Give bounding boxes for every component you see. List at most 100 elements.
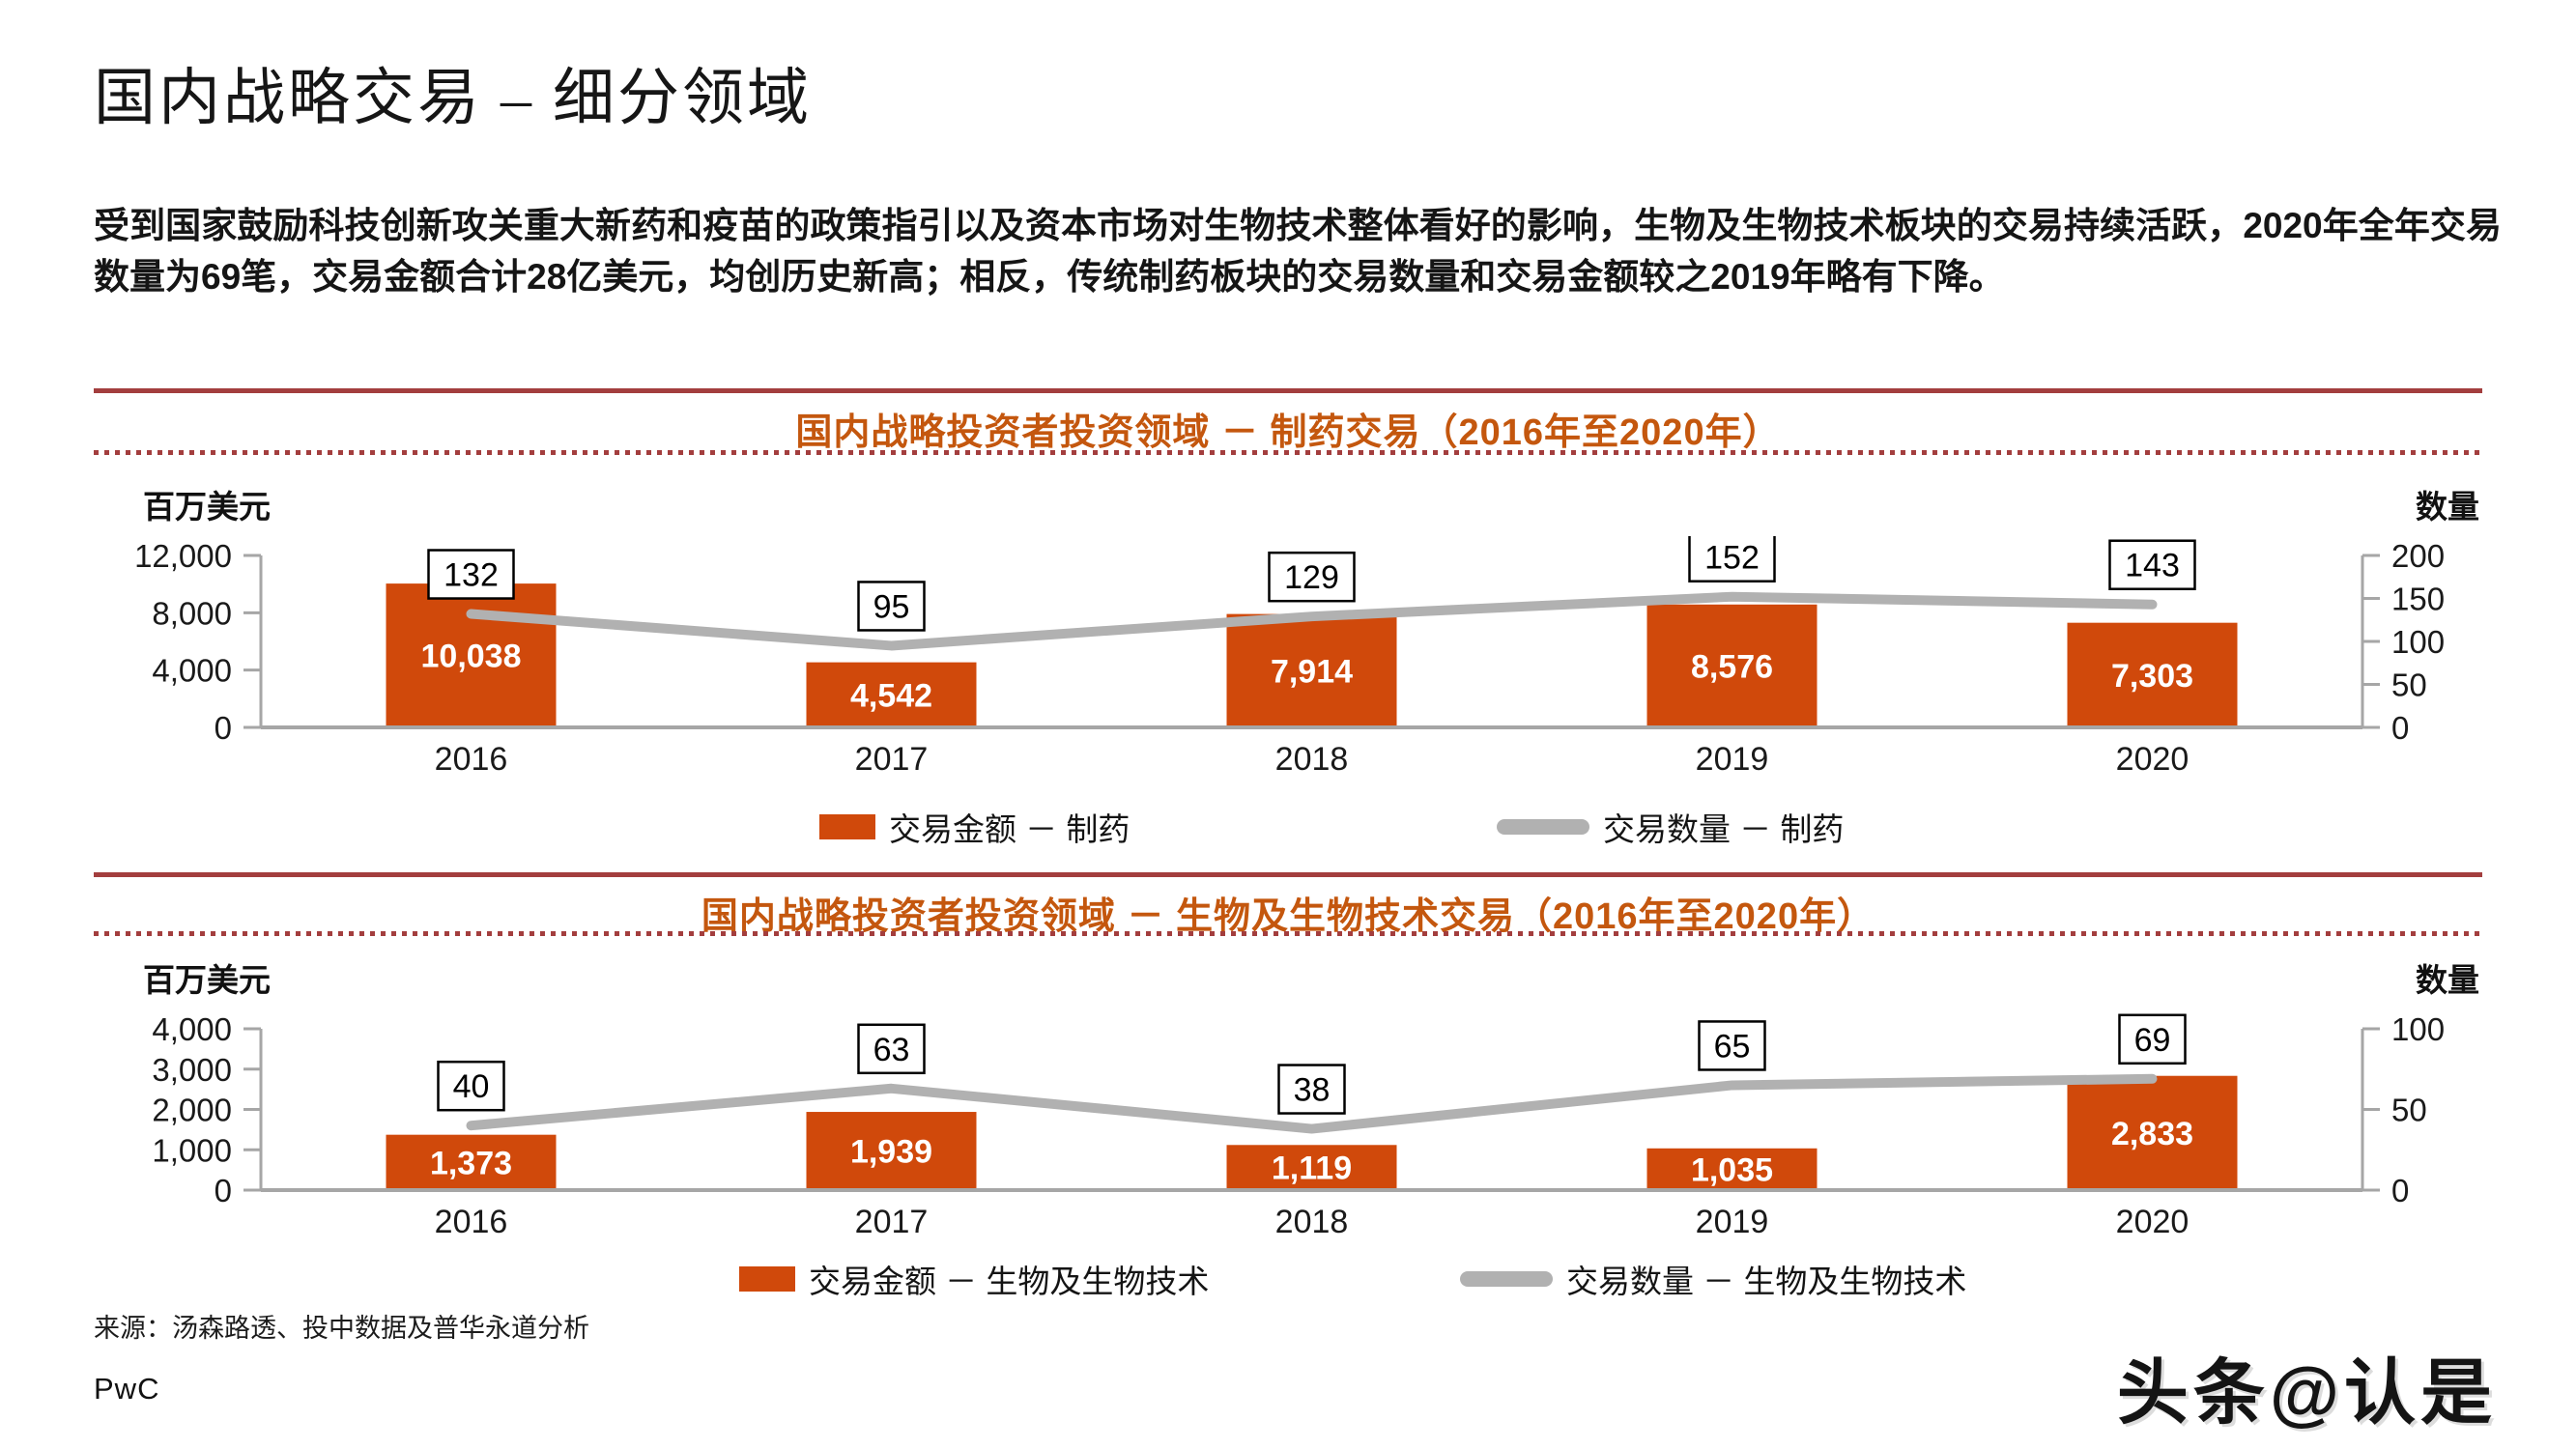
right-tick-label: 100 xyxy=(2391,1011,2445,1047)
pwc-logo: PwC xyxy=(94,1372,160,1406)
left-tick-label: 12,000 xyxy=(134,538,232,574)
watermark: 头条@认是 xyxy=(2116,1352,2497,1433)
left-tick-label: 4,000 xyxy=(152,1011,232,1047)
bar-value-label: 4,542 xyxy=(850,677,932,714)
bar-value-label: 1,373 xyxy=(430,1145,512,1181)
legend-item-amount-pharma: 交易金额 － 制药 xyxy=(819,804,1130,850)
left-tick-label: 8,000 xyxy=(152,595,232,631)
legend-item-amount-biotech: 交易金额 － 生物及生物技术 xyxy=(739,1256,1209,1302)
bar-2020 xyxy=(2067,622,2238,727)
count-box-label: 152 xyxy=(1704,540,1760,577)
count-box xyxy=(437,1060,505,1112)
separator-solid-line xyxy=(94,872,2482,877)
count-line xyxy=(466,1073,2158,1134)
legend-label: 交易金额 － 生物及生物技术 xyxy=(809,1264,1210,1299)
bar-value-label: 7,303 xyxy=(2111,658,2193,695)
count-box xyxy=(2108,539,2196,590)
right-tick-label: 150 xyxy=(2391,582,2445,617)
left-tick-label: 4,000 xyxy=(152,653,232,689)
separator-dotted-line xyxy=(94,931,2482,936)
biotech-legend: 交易金额 － 生物及生物技术 交易数量 － 生物及生物技术 xyxy=(0,1256,2576,1300)
count-box xyxy=(427,549,515,600)
right-tick-label: 100 xyxy=(2391,624,2445,660)
left-tick-label: 1,000 xyxy=(152,1132,232,1168)
count-box-label: 129 xyxy=(1284,559,1339,596)
biotech-right-axis-unit: 数量 xyxy=(2416,962,2479,998)
bar-2017 xyxy=(806,1112,977,1190)
right-tick-label: 50 xyxy=(2391,1093,2427,1128)
x-axis-label: 2019 xyxy=(1696,741,1769,778)
x-axis-label: 2018 xyxy=(1275,1204,1349,1240)
biotech-left-axis-unit: 百万美元 xyxy=(143,962,271,998)
count-box-label: 38 xyxy=(1294,1072,1331,1109)
left-tick-label: 2,000 xyxy=(152,1093,232,1128)
bar-value-label: 8,576 xyxy=(1691,648,1773,685)
left-tick-label: 0 xyxy=(215,1173,232,1208)
count-line xyxy=(466,591,2158,651)
x-axis-label: 2019 xyxy=(1696,1204,1769,1240)
line-swatch-icon xyxy=(1497,819,1589,835)
count-box xyxy=(1268,551,1356,603)
legend-label: 交易数量 － 生物及生物技术 xyxy=(1566,1264,1967,1299)
left-tick-label: 3,000 xyxy=(152,1052,232,1088)
bar-value-label: 1,119 xyxy=(1272,1151,1352,1187)
count-box xyxy=(1698,1020,1766,1071)
bar-2016 xyxy=(386,583,557,727)
count-box-label: 95 xyxy=(873,588,910,625)
right-tick-label: 50 xyxy=(2391,668,2427,703)
biotech-combo-chart: 4,0003,0002,0001,00001005001,37320161,93… xyxy=(152,1011,2445,1240)
bar-value-label: 10,038 xyxy=(421,639,522,675)
bar-value-label: 7,914 xyxy=(1271,653,1353,690)
source-note: 来源：汤森路透、投中数据及普华永道分析 xyxy=(94,1314,589,1343)
x-axis-label: 2020 xyxy=(2116,1204,2190,1240)
right-tick-label: 0 xyxy=(2391,1173,2409,1208)
bar-2019 xyxy=(1646,604,1818,727)
right-tick-label: 0 xyxy=(2391,710,2409,746)
page-title: 国内战略交易 – 细分领域 xyxy=(94,64,812,132)
count-box-label: 40 xyxy=(453,1068,490,1105)
bar-2020 xyxy=(2067,1075,2238,1190)
left-tick-label: 0 xyxy=(215,710,232,746)
legend-item-count-biotech: 交易数量 － 生物及生物技术 xyxy=(1460,1256,1966,1302)
legend-label: 交易数量 － 制药 xyxy=(1603,811,1845,847)
bar-2017 xyxy=(806,662,977,727)
x-axis-label: 2018 xyxy=(1275,741,1349,778)
bar-2018 xyxy=(1226,613,1397,727)
right-tick-label: 200 xyxy=(2391,538,2445,574)
x-axis-label: 2016 xyxy=(435,1204,508,1240)
pharma-combo-chart: 12,000 8,000 4,000 0 200 150 100 50 0 10,038 2016 4… xyxy=(134,536,2445,778)
count-box-label: 143 xyxy=(2125,548,2180,584)
count-box-label: 63 xyxy=(873,1032,910,1068)
x-axis-label: 2017 xyxy=(855,1204,929,1240)
count-box xyxy=(2118,1013,2187,1065)
legend-label: 交易金额 － 制药 xyxy=(889,811,1131,847)
x-axis-label: 2016 xyxy=(435,741,508,778)
biotech-chart-title: 国内战略投资者投资领域 － 生物及生物技术交易（2016年至2020年） xyxy=(701,896,1875,937)
intro-paragraph: 受到国家鼓励科技创新攻关重大新药和疫苗的政策指引以及资本市场对生物技术整体看好的… xyxy=(94,206,2502,297)
pharma-left-axis-unit: 百万美元 xyxy=(143,489,271,525)
bar-swatch-icon xyxy=(819,814,875,839)
count-box xyxy=(1688,536,1776,582)
pharma-chart-title: 国内战略投资者投资领域 － 制药交易（2016年至2020年） xyxy=(795,412,1781,453)
bar-2019 xyxy=(1646,1148,1818,1190)
count-box xyxy=(1277,1064,1346,1115)
line-swatch-icon xyxy=(1460,1271,1553,1287)
bar-value-label: 1,035 xyxy=(1691,1151,1773,1188)
bar-value-label: 2,833 xyxy=(2111,1116,2193,1152)
pharma-right-axis-unit: 数量 xyxy=(2416,489,2479,525)
count-box-label: 69 xyxy=(2134,1022,2171,1059)
legend-item-count-pharma: 交易数量 － 制药 xyxy=(1497,804,1844,850)
pharma-legend: 交易金额 － 制药 交易数量 － 制药 xyxy=(0,804,2576,848)
separator-solid-line xyxy=(94,388,2482,393)
separator-dotted-line xyxy=(94,450,2482,455)
count-box-label: 132 xyxy=(444,557,499,594)
bar-2016 xyxy=(386,1134,557,1190)
bar-swatch-icon xyxy=(739,1266,795,1292)
count-box xyxy=(857,581,926,632)
bar-2018 xyxy=(1226,1145,1397,1190)
count-box-label: 65 xyxy=(1714,1028,1751,1065)
x-axis-label: 2020 xyxy=(2116,741,2190,778)
x-axis-label: 2017 xyxy=(855,741,929,778)
count-box xyxy=(857,1023,926,1075)
